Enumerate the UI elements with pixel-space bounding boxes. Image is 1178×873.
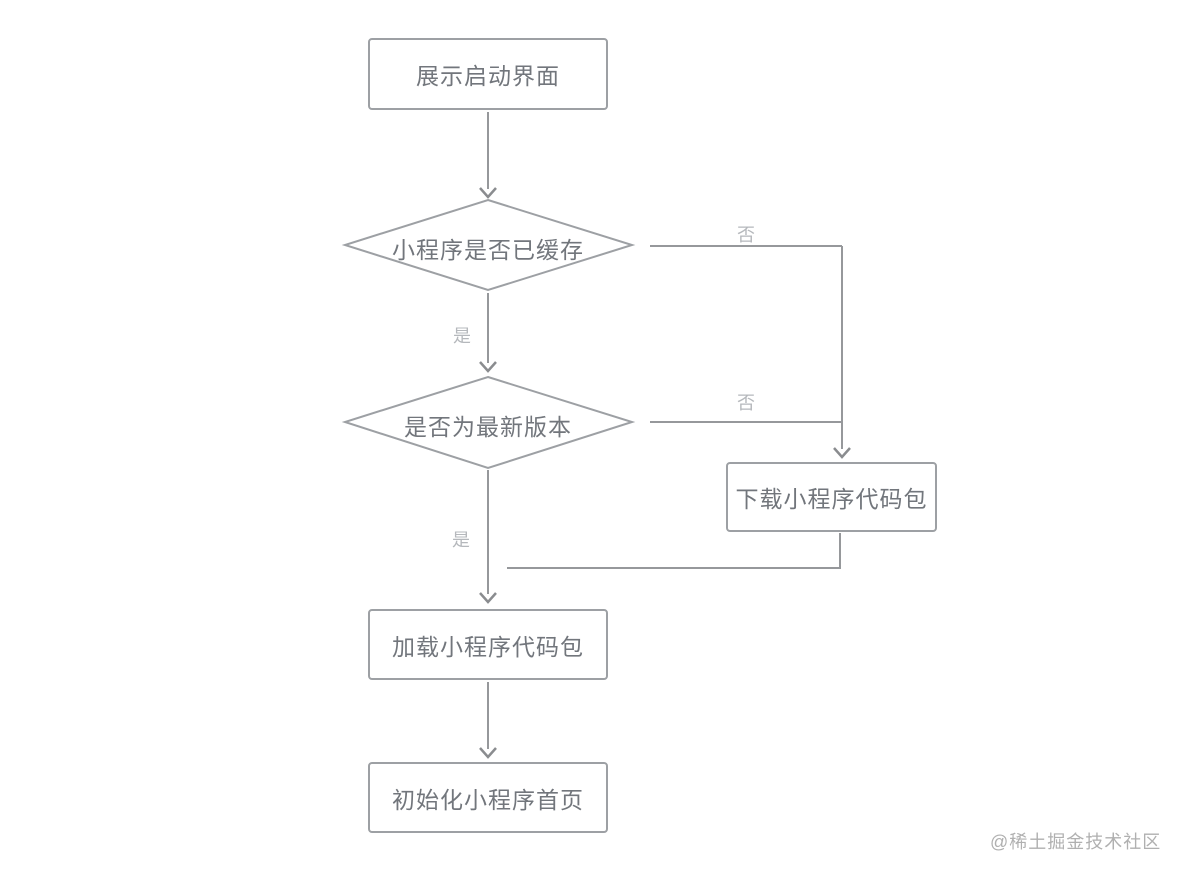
node-load-label: 加载小程序代码包 — [392, 633, 584, 660]
arrow-head-icon — [479, 747, 497, 759]
node-init: 初始化小程序首页 — [368, 762, 608, 833]
edge-cached-yes — [479, 293, 497, 373]
edge-latest-yes — [479, 470, 497, 604]
arrow-head-icon — [479, 592, 497, 604]
node-load: 加载小程序代码包 — [368, 609, 608, 680]
decision-diamond-latest — [341, 375, 636, 470]
connector-line — [507, 533, 841, 569]
edge-label-latest-yes: 是 — [452, 530, 470, 550]
node-latest-label: 是否为最新版本 — [404, 414, 572, 440]
edge-download-to-load — [507, 533, 841, 569]
edge-load-to-init — [479, 682, 497, 759]
edge-label-latest-no: 否 — [737, 393, 755, 413]
node-init-label: 初始化小程序首页 — [392, 786, 584, 813]
node-start-label: 展示启动界面 — [416, 63, 560, 89]
arrow-head-icon — [479, 187, 497, 199]
edge-label-cached-yes: 是 — [453, 326, 471, 346]
edge-cached-no — [650, 245, 851, 459]
decision-diamond-cached — [341, 198, 636, 292]
node-download-label: 下载小程序代码包 — [735, 486, 928, 512]
edge-label-cached-no: 否 — [737, 225, 755, 245]
node-cached-label: 小程序是否已缓存 — [392, 237, 584, 263]
arrow-head-icon — [833, 447, 851, 459]
node-download: 下载小程序代码包 — [726, 462, 937, 532]
node-start: 展示启动界面 — [368, 38, 608, 110]
watermark: @稀土掘金技术社区 — [990, 832, 1162, 852]
arrow-head-icon — [479, 361, 497, 373]
edge-start-to-cached — [479, 112, 497, 199]
